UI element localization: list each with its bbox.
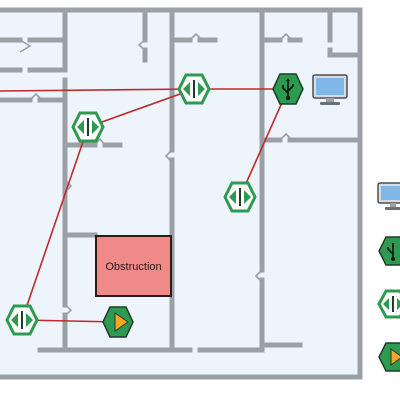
link-repeater-a-to-repeater-b (21, 126, 89, 321)
repeater-icon[interactable] (5, 304, 39, 336)
link-left-edge-to-repeater-top (0, 88, 195, 92)
usb-gateway-icon[interactable] (272, 73, 304, 105)
door-marks (19, 32, 293, 317)
legend-sensor-node-icon (378, 342, 400, 372)
repeater-icon[interactable] (71, 111, 105, 143)
legend-usb-gateway-icon (378, 236, 400, 266)
repeater-icon[interactable] (223, 181, 257, 213)
legend (377, 182, 400, 372)
obstruction-label: Obstruction (105, 261, 161, 273)
link-gateway-to-repeater-c (239, 88, 289, 198)
legend-repeater-icon (377, 289, 400, 319)
link-repeater-a-to-repeater-top (87, 88, 195, 128)
repeater-icon[interactable] (177, 73, 211, 105)
computer-monitor-icon[interactable] (312, 74, 348, 105)
sensor-node-icon[interactable] (102, 306, 134, 338)
obstruction-block: Obstruction (95, 235, 172, 297)
legend-computer-monitor-icon (377, 182, 400, 210)
